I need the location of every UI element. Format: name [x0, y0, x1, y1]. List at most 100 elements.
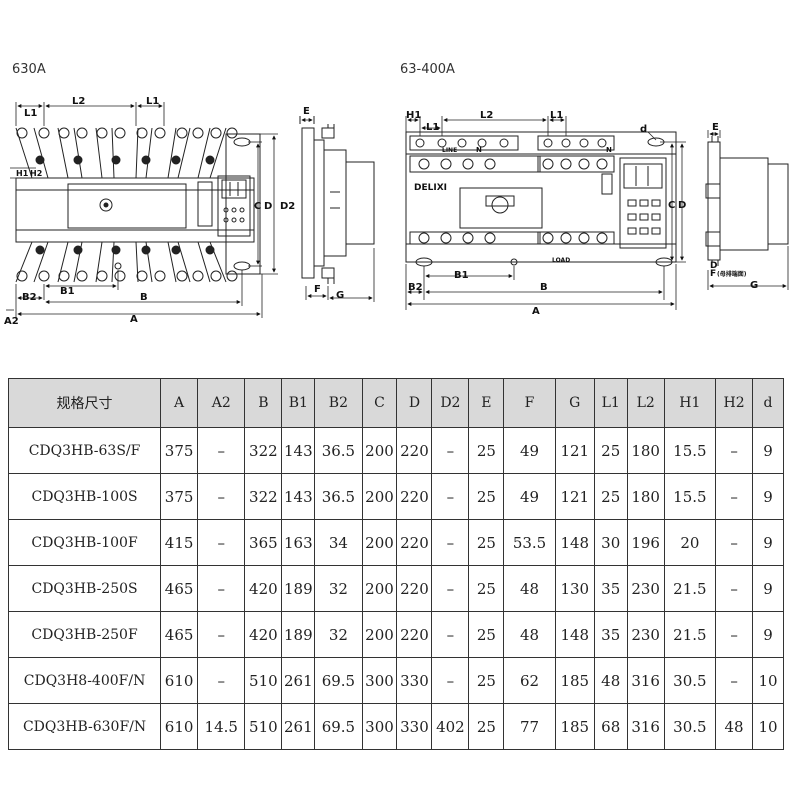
table-header: D2 — [431, 378, 470, 428]
dim-label-a2: A2 — [4, 316, 19, 327]
table-cell: 15.5 — [663, 427, 717, 474]
table-cell: 48 — [593, 657, 628, 704]
table-cell: 610 — [160, 703, 199, 750]
table-cell: 121 — [554, 473, 595, 520]
dim-label-c: C — [254, 201, 261, 212]
table-cell: – — [431, 519, 470, 566]
dim-label-d: D — [264, 201, 272, 212]
table-header: D — [396, 378, 433, 428]
table-cell: 25 — [593, 427, 628, 474]
table-cell: – — [197, 427, 246, 474]
table-cell: – — [197, 565, 246, 612]
table-cell: 330 — [396, 703, 433, 750]
dim-label-h1: H1 — [16, 169, 29, 178]
spec-table: 规格尺寸 A A2 B B1 B2 C D D2 E F G L1 L2 H1 … — [7, 378, 784, 750]
table-cell: 330 — [396, 657, 433, 704]
table-header: C — [361, 378, 398, 428]
table-cell: – — [197, 657, 246, 704]
table-cell: 35 — [593, 611, 628, 658]
dim-label-a-right: A — [532, 306, 540, 317]
table-cell: 610 — [160, 657, 199, 704]
brand-logo-text: DELIXI — [414, 183, 447, 193]
dim-label-g-right: G — [750, 280, 758, 291]
table-cell: 185 — [554, 657, 595, 704]
dim-label-a: A — [130, 314, 138, 325]
table-cell: – — [715, 657, 754, 704]
label-line: LINE — [442, 147, 457, 154]
table-cell-model: CDQ3HB-100S — [7, 473, 162, 520]
table-cell: 316 — [626, 703, 665, 750]
table-cell: – — [197, 611, 246, 658]
table-cell: 163 — [281, 519, 316, 566]
table-cell: 10 — [752, 703, 784, 750]
dim-label-b1: B1 — [60, 286, 75, 297]
table-cell: 230 — [626, 565, 665, 612]
table-cell: – — [715, 519, 754, 566]
table-cell: 32 — [314, 611, 363, 658]
table-cell: 20 — [663, 519, 717, 566]
table-cell: 48 — [503, 565, 556, 612]
drawing-title-630a: 630A — [12, 62, 46, 77]
table-cell: 220 — [396, 473, 433, 520]
table-cell: 9 — [752, 473, 784, 520]
front-view-630a — [15, 127, 261, 283]
table-header: d — [752, 378, 784, 428]
table-cell: 25 — [468, 703, 505, 750]
table-cell: – — [431, 427, 470, 474]
table-cell: – — [715, 565, 754, 612]
table-cell: 32 — [314, 565, 363, 612]
table-cell: – — [715, 611, 754, 658]
dim-label-b: B — [140, 292, 148, 303]
table-cell-model: CDQ3HB-250F — [7, 611, 162, 658]
dim-label-h1-right: H1 — [406, 110, 421, 121]
table-cell-model: CDQ3HB-630F/N — [7, 703, 162, 750]
table-cell: 420 — [244, 611, 283, 658]
table-cell: – — [431, 473, 470, 520]
table-cell: 261 — [281, 657, 316, 704]
table-header: H1 — [663, 378, 717, 428]
table-cell: 189 — [281, 611, 316, 658]
table-cell: 220 — [396, 611, 433, 658]
table-header: L2 — [626, 378, 665, 428]
dim-label-d2: D2 — [280, 201, 295, 212]
table-cell: 365 — [244, 519, 283, 566]
table-cell: – — [197, 519, 246, 566]
table-cell: 48 — [715, 703, 754, 750]
table-cell: 10 — [752, 657, 784, 704]
table-cell: 465 — [160, 565, 199, 612]
table-cell: 220 — [396, 565, 433, 612]
table-cell: 510 — [244, 703, 283, 750]
table-cell: 34 — [314, 519, 363, 566]
dim-label-f-right: F — [710, 269, 716, 279]
dim-label-c-right: C — [668, 200, 675, 211]
table-cell: 68 — [593, 703, 628, 750]
table-cell: 180 — [626, 473, 665, 520]
table-cell: 48 — [503, 611, 556, 658]
dims-63-400a — [405, 116, 686, 310]
table-header: L1 — [593, 378, 628, 428]
table-cell: 189 — [281, 565, 316, 612]
table-cell: – — [715, 473, 754, 520]
table-cell: – — [715, 427, 754, 474]
dim-label-l2-right: L2 — [480, 110, 493, 121]
dim-label-b-right: B — [540, 282, 548, 293]
table-header: H2 — [715, 378, 754, 428]
table-cell: 200 — [361, 565, 398, 612]
table-cell: 196 — [626, 519, 665, 566]
table-cell: 148 — [554, 611, 595, 658]
dim-label-f-note: (母排端面) — [717, 270, 747, 278]
table-cell: 36.5 — [314, 427, 363, 474]
dim-label-l1-right-b: L1 — [550, 110, 563, 121]
dimension-drawings: L1 L2 L1 H1 H2 C D D2 B1 B2 B A2 A E F G — [4, 96, 789, 327]
dim-label-l1-left: L1 — [24, 108, 37, 119]
table-cell: 9 — [752, 611, 784, 658]
table-cell: 200 — [361, 473, 398, 520]
table-cell: 25 — [468, 473, 505, 520]
table-header: 规格尺寸 — [7, 378, 162, 428]
table-header: B2 — [314, 378, 363, 428]
table-cell: 36.5 — [314, 473, 363, 520]
